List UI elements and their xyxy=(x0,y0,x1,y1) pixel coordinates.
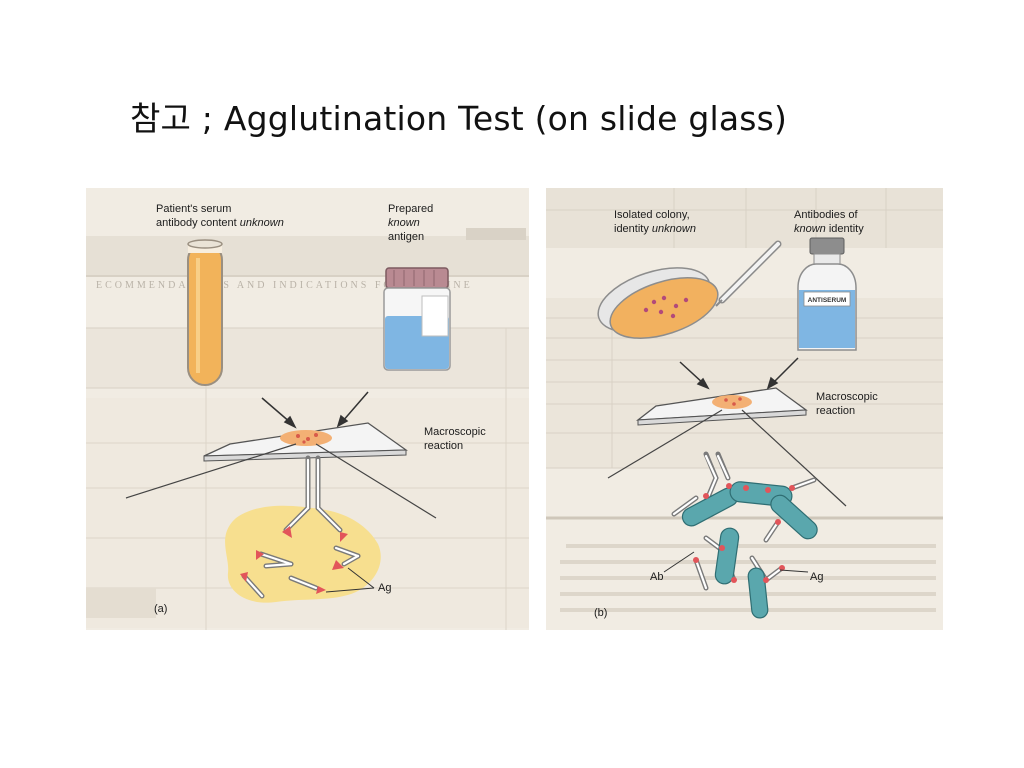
slide-glass xyxy=(125,422,437,519)
agglutination-clump xyxy=(225,455,381,603)
reaction-label-line2: reaction xyxy=(816,405,855,417)
panel-b-labels: Isolated colony, identity unknown Antibo… xyxy=(594,209,878,619)
colony-label-line1: Isolated colony, xyxy=(614,209,690,221)
serum-label-line1: Patient's serum xyxy=(156,203,231,215)
background-table-ghost xyxy=(546,188,943,612)
panel-a-illustration: ECOMMENDATIONS AND INDICATIONS FOR VACCI… xyxy=(86,203,529,630)
antiserum-bottle: ANTISERUM xyxy=(797,237,857,351)
slide-title: 참고 ; Agglutination Test (on slide glass) xyxy=(130,99,788,138)
serum-test-tube xyxy=(187,239,223,386)
antigen-jar xyxy=(383,267,451,371)
antigen-label-line2: known xyxy=(388,217,420,229)
panel-a-labels: Patient's serum antibody content unknown… xyxy=(154,203,486,615)
antigen-label-line1: Prepared xyxy=(388,203,433,215)
panel-letter-a: (a) xyxy=(154,603,167,615)
reaction-label-line1: Macroscopic xyxy=(816,391,878,403)
panel-letter-b: (b) xyxy=(594,607,607,619)
antigen-label-line3: antigen xyxy=(388,231,424,243)
antibodies-label-line1: Antibodies of xyxy=(794,209,859,221)
arrows-to-slide xyxy=(679,357,799,390)
svg-text:ECOMMENDATIONS AND INDICATIO: ECOMMENDATIONS AND INDICATIONS FOR VACCI… xyxy=(96,280,473,291)
panel-b-illustration: ANTISERUM xyxy=(546,188,943,619)
panel-a-figure: ECOMMENDATIONS AND INDICATIONS FOR VACCI… xyxy=(86,188,529,630)
dropper xyxy=(715,240,782,307)
antibodies-label-line2: known identity xyxy=(794,223,864,235)
colony-label-line2: identity unknown xyxy=(614,223,696,235)
antiserum-bottle-label: ANTISERUM xyxy=(808,297,847,304)
petri-dish xyxy=(597,267,719,339)
arrows-to-slide xyxy=(261,391,369,429)
ag-label: Ag xyxy=(378,582,391,594)
ag-label: Ag xyxy=(810,571,823,583)
ab-label: Ab xyxy=(650,571,663,583)
slide-glass xyxy=(607,387,847,507)
reaction-label-line2: reaction xyxy=(424,440,463,452)
reaction-label-line1: Macroscopic xyxy=(424,426,486,438)
serum-label-line2: antibody content unknown xyxy=(156,217,284,229)
bacteria-agglutination xyxy=(663,451,818,619)
panel-b-figure: ANTISERUM xyxy=(546,188,943,630)
